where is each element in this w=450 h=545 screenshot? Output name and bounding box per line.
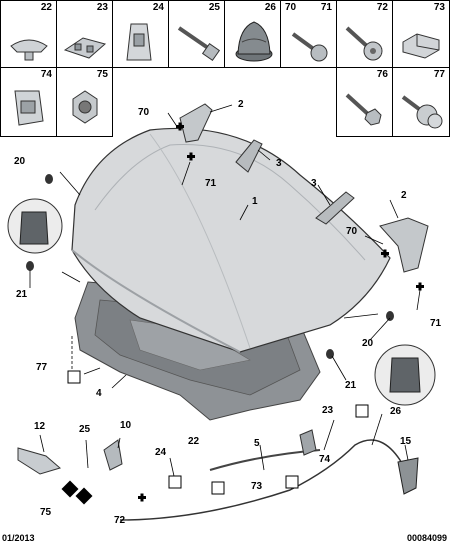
part-cell-24[interactable]: 24 — [112, 0, 169, 68]
part-number: 75 — [96, 69, 108, 80]
bracket-left — [235, 139, 263, 173]
ref-box-77 — [67, 370, 81, 384]
part-cell-70-71[interactable]: 70 71 — [280, 0, 337, 68]
ref-box-75b — [75, 487, 93, 505]
callout-72: 72 — [114, 515, 126, 526]
callout-70-top: 70 — [138, 107, 150, 118]
part-number: 77 — [433, 69, 445, 80]
callout-2-top: 2 — [238, 99, 244, 110]
bracket-right — [315, 191, 355, 225]
release-cable — [119, 439, 411, 521]
part-number: 70 — [285, 2, 297, 13]
hex-nut-icon — [72, 90, 98, 124]
callout-20-left: 20 — [14, 156, 26, 167]
callout-15: 15 — [400, 436, 412, 447]
footer-code: 00084099 — [406, 533, 447, 543]
callout-20-right: 20 — [362, 338, 374, 349]
spring-clip-icon — [126, 23, 152, 61]
callout-3-top: 3 — [276, 158, 282, 169]
footer-date: 01/2013 — [2, 533, 35, 543]
callout-3-right: 3 — [311, 178, 317, 189]
part-number: 23 — [96, 2, 108, 13]
callout-24: 24 — [155, 447, 167, 458]
callout-21-left: 21 — [16, 289, 28, 300]
part-number: 24 — [152, 2, 164, 13]
callout-25: 25 — [79, 424, 91, 435]
part-cell-77[interactable]: 77 — [392, 67, 450, 137]
part-number: 74 — [40, 69, 52, 80]
ref-box-26 — [355, 404, 369, 418]
part-number: 26 — [264, 2, 276, 13]
rubber-buffer-icon — [235, 21, 273, 62]
callout-4: 4 — [96, 388, 102, 399]
callout-26: 26 — [390, 406, 402, 417]
callout-10: 10 — [120, 420, 132, 431]
callout-22: 22 — [188, 436, 200, 447]
buffer-left — [45, 174, 53, 184]
hood-lock — [397, 457, 419, 495]
cable-clip-icon — [402, 33, 440, 59]
callout-21-right: 21 — [345, 380, 357, 391]
part-cell-72[interactable]: 72 — [336, 0, 393, 68]
lever-handle — [103, 439, 123, 471]
part-number: 72 — [376, 2, 388, 13]
flange-bolt-icon — [291, 32, 328, 62]
callout-12: 12 — [34, 421, 46, 432]
retainer-clip-icon — [14, 90, 44, 126]
part-number: 71 — [320, 2, 332, 13]
ref-box-24 — [168, 475, 182, 489]
hinge-left — [179, 103, 213, 143]
push-rivet-icon — [401, 95, 443, 129]
callout-23: 23 — [322, 405, 334, 416]
callout-71-top: 71 — [205, 178, 217, 189]
ref-box-73 — [211, 481, 225, 495]
part-cell-74[interactable]: 74 — [0, 67, 57, 137]
callout-75: 75 — [40, 507, 52, 518]
hinge-right — [379, 217, 429, 273]
part-cell-25[interactable]: 25 — [168, 0, 225, 68]
bracket-clip-icon — [63, 37, 107, 59]
part-number: 25 — [208, 2, 220, 13]
bolt-markers — [138, 122, 424, 502]
callout-2-right: 2 — [401, 190, 407, 201]
bonnet-panel — [71, 127, 391, 353]
part-number: 76 — [376, 69, 388, 80]
rivet-clip-icon — [10, 39, 48, 61]
callout-74: 74 — [319, 454, 331, 465]
part-cell-75[interactable]: 75 — [56, 67, 113, 137]
callout-70-right: 70 — [346, 226, 358, 237]
callout-71-right: 71 — [430, 318, 442, 329]
part-number: 22 — [40, 2, 52, 13]
torx-screw-icon — [345, 26, 383, 61]
callout-1: 1 — [252, 196, 258, 207]
callout-5: 5 — [254, 438, 260, 449]
part-cell-26[interactable]: 26 — [224, 0, 281, 68]
part-cell-76[interactable]: 76 — [336, 67, 393, 137]
part-number: 73 — [433, 2, 445, 13]
release-lever — [17, 447, 62, 475]
part-cell-22[interactable]: 22 — [0, 0, 57, 68]
callout-77: 77 — [36, 362, 48, 373]
stop-left — [26, 261, 34, 271]
ref-box-75a — [61, 480, 79, 498]
stud-bolt-icon — [177, 26, 221, 62]
buffer-right — [386, 311, 394, 321]
callout-73: 73 — [251, 481, 263, 492]
hex-bolt-icon — [345, 93, 382, 126]
ref-box-74 — [285, 475, 299, 489]
